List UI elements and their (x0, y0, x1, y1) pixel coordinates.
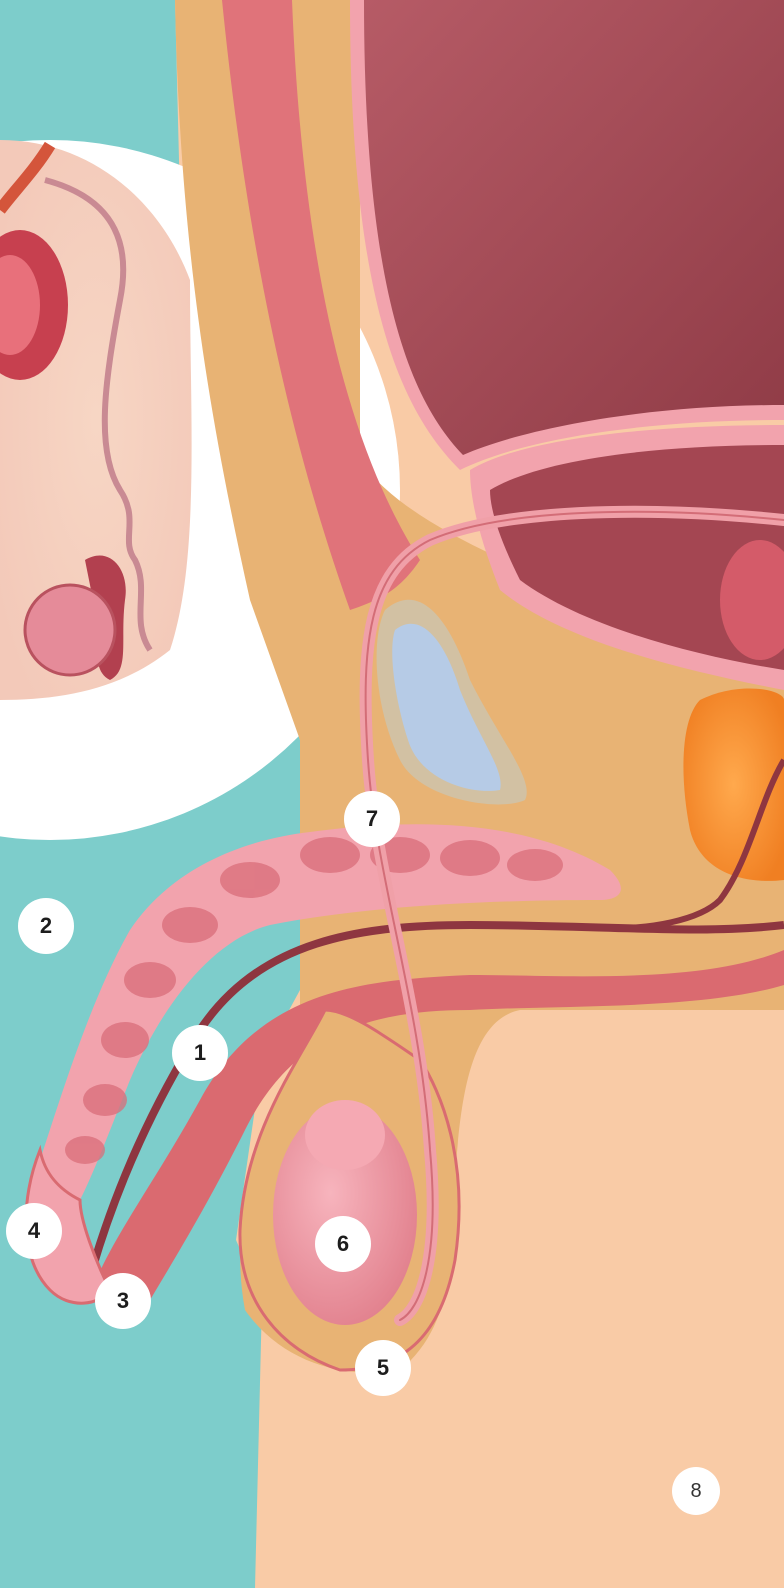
bladder (364, 0, 784, 455)
label-7: 7 (344, 791, 400, 847)
label-3: 3 (95, 1273, 151, 1329)
label-4: 4 (6, 1203, 62, 1259)
label-5: 5 (355, 1340, 411, 1396)
epididymis (305, 1100, 385, 1170)
inset-testis (25, 585, 115, 675)
label-2: 2 (18, 898, 74, 954)
label-1: 1 (172, 1025, 228, 1081)
page-number: 8 (672, 1467, 720, 1515)
label-6: 6 (315, 1216, 371, 1272)
